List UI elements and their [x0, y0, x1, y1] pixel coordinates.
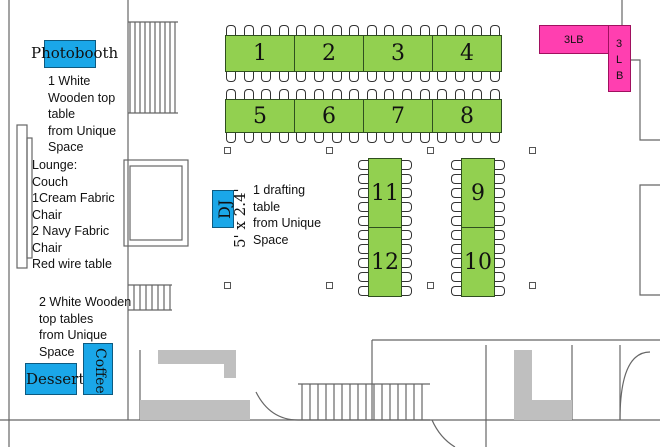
dj-note: 1 drafting table from Unique Space	[253, 183, 322, 247]
table-9: 9	[461, 158, 495, 228]
table-11: 11	[368, 158, 402, 228]
counter-2	[140, 400, 250, 420]
column-post	[326, 282, 333, 289]
table-2: 2	[294, 35, 364, 72]
stair-bottom	[298, 383, 430, 421]
3lb-label: 3LB	[564, 34, 584, 46]
table-4: 4	[432, 35, 502, 72]
lounge-note: Lounge: Couch 1Cream Fabric Chair 2 Navy…	[32, 158, 115, 271]
chairs-row-1-bottom	[226, 72, 500, 82]
column-post	[427, 147, 434, 154]
table-8: 8	[432, 99, 502, 133]
3lb-letter: 3	[616, 38, 623, 50]
table-1: 1	[225, 35, 295, 72]
3lb-vertical-label: 3 L B	[616, 36, 623, 84]
table-10: 10	[461, 227, 495, 297]
chairs-col-11-right	[402, 160, 412, 296]
table-6: 6	[294, 99, 364, 133]
dessert-label: Dessert	[26, 370, 85, 388]
stair-lower	[128, 284, 172, 311]
3lb-vertical: 3 L B	[608, 25, 631, 92]
table-3: 3	[363, 35, 433, 72]
column-post	[529, 147, 536, 154]
right-wall-middle	[639, 184, 660, 296]
column-post	[224, 282, 231, 289]
table-12: 12	[368, 227, 402, 297]
photobooth-box	[44, 40, 96, 68]
photobooth-note: 1 White Wooden top table from Unique Spa…	[48, 74, 117, 154]
door-swing	[255, 391, 299, 421]
booth-box	[123, 159, 189, 247]
table-5: 5	[225, 99, 295, 133]
chairs-row-2-bottom	[226, 133, 500, 143]
dessert-coffee-note: 2 White Wooden top tables from Unique Sp…	[39, 295, 132, 359]
column-post	[427, 282, 434, 289]
table-7: 7	[363, 99, 433, 133]
3lb-letter: L	[616, 54, 623, 66]
chairs-col-9-right	[495, 160, 505, 296]
dj-box: DJ	[212, 190, 234, 228]
coffee-label: Coffee	[92, 348, 108, 394]
chairs-row-1-top	[226, 25, 500, 35]
dj-size: 5' x 2.4'	[231, 188, 249, 248]
3lb-letter: B	[616, 70, 624, 82]
counter-3	[514, 350, 532, 408]
column-post	[326, 147, 333, 154]
3lb-horizontal: 3LB	[539, 25, 609, 54]
counter-1	[158, 350, 236, 364]
column-post	[224, 147, 231, 154]
coffee-box: Coffee	[83, 343, 113, 395]
chairs-col-9-left	[451, 160, 461, 296]
stair-upper	[128, 21, 178, 114]
column-post	[529, 282, 536, 289]
door-swing-right	[619, 351, 651, 421]
chairs-row-2-top	[226, 89, 500, 99]
photobooth-label: Photobooth	[31, 44, 119, 62]
dessert-box: Dessert	[25, 363, 84, 395]
chairs-col-11-left	[358, 160, 368, 296]
lounge-wall	[16, 124, 28, 269]
